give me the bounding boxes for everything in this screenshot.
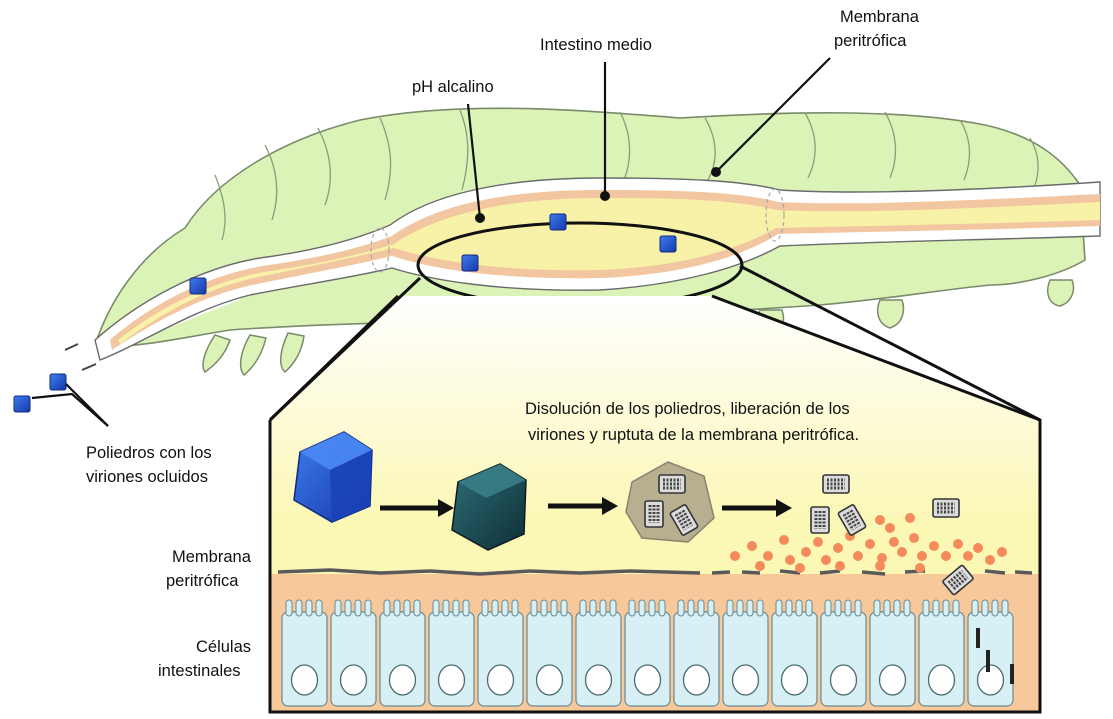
label-disolucion-1: Disolución de los poliedros, liberación …	[525, 400, 850, 418]
particle	[875, 515, 885, 525]
particle	[755, 561, 765, 571]
particle	[779, 535, 789, 545]
particle	[875, 561, 885, 571]
particle	[747, 541, 757, 551]
particle	[835, 561, 845, 571]
intestinal-cell	[380, 600, 425, 706]
label-poliedros-2: viriones ocluidos	[86, 468, 208, 486]
particle	[963, 551, 973, 561]
label-disolucion-2: viriones y ruptuta de la membrana peritr…	[528, 426, 859, 444]
label-celulas-2: intestinales	[158, 662, 241, 680]
intestinal-cells	[282, 600, 1013, 706]
intestinal-cell	[429, 600, 474, 706]
intestinal-cell	[919, 600, 964, 706]
particle	[821, 555, 831, 565]
particle	[763, 551, 773, 561]
cube-icon	[50, 374, 66, 390]
particle	[997, 547, 1007, 557]
particle	[953, 539, 963, 549]
intestinal-cell	[674, 600, 719, 706]
label-membrana-side-2: peritrófica	[166, 572, 239, 590]
label-membrana-side-1: Membrana	[172, 548, 252, 566]
particle	[865, 539, 875, 549]
particle	[897, 547, 907, 557]
inset-panel	[270, 266, 1040, 714]
cube-icon	[660, 236, 676, 252]
particle	[795, 563, 805, 573]
intestinal-cell	[282, 600, 327, 706]
particle	[917, 551, 927, 561]
cube-icon	[462, 255, 478, 271]
cube-icon	[190, 278, 206, 294]
particle	[973, 543, 983, 553]
intestinal-cell	[870, 600, 915, 706]
intestinal-cell	[478, 600, 523, 706]
particle	[853, 551, 863, 561]
particle	[929, 541, 939, 551]
label-membrana-top-1: Membrana	[840, 8, 920, 26]
label-celulas-1: Células	[196, 638, 251, 656]
particle	[813, 537, 823, 547]
cube-icon	[14, 396, 30, 412]
particle	[785, 555, 795, 565]
intestinal-cell	[968, 600, 1013, 706]
particle	[915, 563, 925, 573]
label-poliedros-1: Poliedros con los	[86, 444, 212, 462]
label-membrana-top-2: peritrófica	[834, 32, 907, 50]
intestinal-cell	[331, 600, 376, 706]
intestinal-cell	[625, 600, 670, 706]
intestinal-cell	[821, 600, 866, 706]
particle	[889, 537, 899, 547]
outside-polyhedra	[14, 374, 66, 412]
particle	[730, 551, 740, 561]
intestinal-cell	[527, 600, 572, 706]
label-ph-alcalino: pH alcalino	[412, 78, 494, 96]
intestinal-cell	[723, 600, 768, 706]
particle	[985, 555, 995, 565]
particle	[885, 523, 895, 533]
intestinal-cell	[772, 600, 817, 706]
particle	[941, 551, 951, 561]
intestinal-cell	[576, 600, 621, 706]
particle	[833, 543, 843, 553]
cube-icon	[550, 214, 566, 230]
particle	[801, 547, 811, 557]
label-intestino-medio: Intestino medio	[540, 36, 652, 54]
particle	[905, 513, 915, 523]
particle	[909, 533, 919, 543]
